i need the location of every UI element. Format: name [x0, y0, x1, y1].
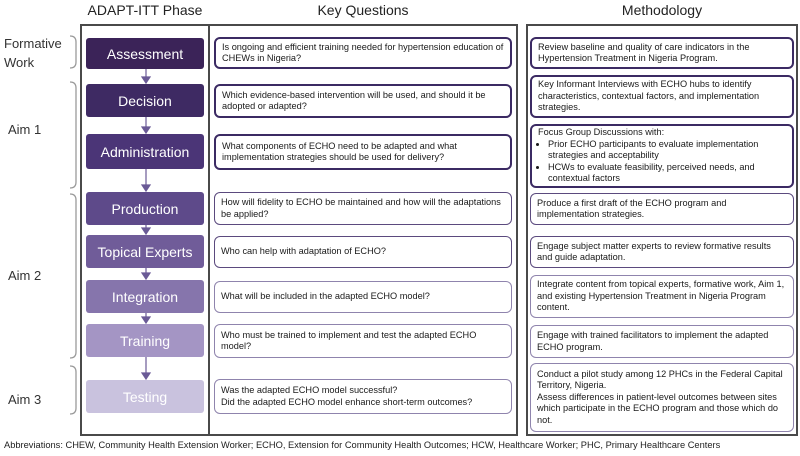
method-production: Produce a first draft of the ECHO progra… [530, 193, 794, 225]
header-questions: Key Questions [317, 2, 409, 18]
method-text: Review baseline and quality of care indi… [538, 41, 750, 63]
bracket-formative [69, 35, 77, 69]
method-administration-bullets: Prior ECHO participants to evaluate impl… [538, 139, 786, 185]
phase-training: Training [86, 324, 204, 357]
aim-formative-line2: Work [4, 55, 35, 70]
method-administration: Focus Group Discussions with: Prior ECHO… [530, 124, 794, 188]
method-text: Engage with trained facilitators to impl… [537, 330, 769, 352]
method-testing-line2: Assess differences in patient-level outc… [537, 391, 779, 425]
question-testing-line1: Was the adapted ECHO model successful? [221, 385, 398, 396]
question-integration: What will be included in the adapted ECH… [214, 281, 512, 313]
question-text: What components of ECHO need to be adapt… [222, 140, 457, 162]
method-administration-bullet-2: HCWs to evaluate feasibility, perceived … [548, 162, 786, 185]
phase-production: Production [86, 192, 204, 225]
question-decision: Which evidence-based intervention will b… [214, 84, 512, 118]
question-testing: Was the adapted ECHO model successful? D… [214, 379, 512, 414]
question-text: How will fidelity to ECHO be maintained … [221, 197, 501, 219]
phase-integration: Integration [86, 280, 204, 313]
method-text: Integrate content from topical experts, … [537, 279, 785, 313]
header-phase: ADAPT-ITT Phase [87, 2, 203, 18]
method-text: Key Informant Interviews with ECHO hubs … [538, 79, 760, 113]
question-production: How will fidelity to ECHO be maintained … [214, 192, 512, 225]
method-text: Produce a first draft of the ECHO progra… [537, 197, 727, 219]
method-administration-bullet-1: Prior ECHO participants to evaluate impl… [548, 139, 786, 162]
question-administration: What components of ECHO need to be adapt… [214, 134, 512, 170]
method-topical-experts: Engage subject matter experts to review … [530, 236, 794, 268]
method-testing-line1: Conduct a pilot study among 12 PHCs in t… [537, 368, 783, 391]
methodology-column-frame [526, 24, 798, 436]
question-topical-experts: Who can help with adaptation of ECHO? [214, 236, 512, 268]
phase-testing: Testing [86, 380, 204, 413]
phase-assessment: Assessment [86, 38, 204, 69]
method-testing: Conduct a pilot study among 12 PHCs in t… [530, 363, 794, 432]
phase-decision: Decision [86, 84, 204, 117]
method-integration: Integrate content from topical experts, … [530, 275, 794, 318]
question-text: Which evidence-based intervention will b… [222, 89, 486, 111]
aim2-label: Aim 2 [8, 268, 42, 283]
header-methodology: Methodology [621, 2, 703, 18]
aim1-label: Aim 1 [8, 122, 42, 137]
aim-formative-line1: Formative [4, 36, 62, 51]
abbreviations-footnote: Abbreviations: CHEW, Community Health Ex… [4, 440, 721, 450]
question-text: What will be included in the adapted ECH… [221, 291, 430, 302]
aim3-label: Aim 3 [8, 392, 42, 407]
method-assessment: Review baseline and quality of care indi… [530, 37, 794, 69]
phase-administration: Administration [86, 134, 204, 169]
question-text: Who must be trained to implement and tes… [221, 329, 477, 351]
question-text: Is ongoing and efficient training needed… [222, 41, 504, 63]
aim-formative-label: Formative Work [4, 34, 62, 72]
method-text: Engage subject matter experts to review … [537, 240, 771, 262]
question-training: Who must be trained to implement and tes… [214, 324, 512, 358]
method-decision: Key Informant Interviews with ECHO hubs … [530, 75, 794, 118]
bracket-aim3 [69, 365, 77, 415]
method-administration-intro: Focus Group Discussions with: [538, 127, 665, 138]
bracket-aim1 [69, 81, 77, 189]
phase-topical-experts: Topical Experts [86, 235, 204, 268]
bracket-aim2 [69, 193, 77, 359]
method-training: Engage with trained facilitators to impl… [530, 325, 794, 358]
questions-column-frame [208, 24, 518, 436]
question-testing-line2: Did the adapted ECHO model enhance short… [221, 396, 473, 407]
question-text: Who can help with adaptation of ECHO? [221, 246, 386, 257]
question-assessment: Is ongoing and efficient training needed… [214, 37, 512, 69]
